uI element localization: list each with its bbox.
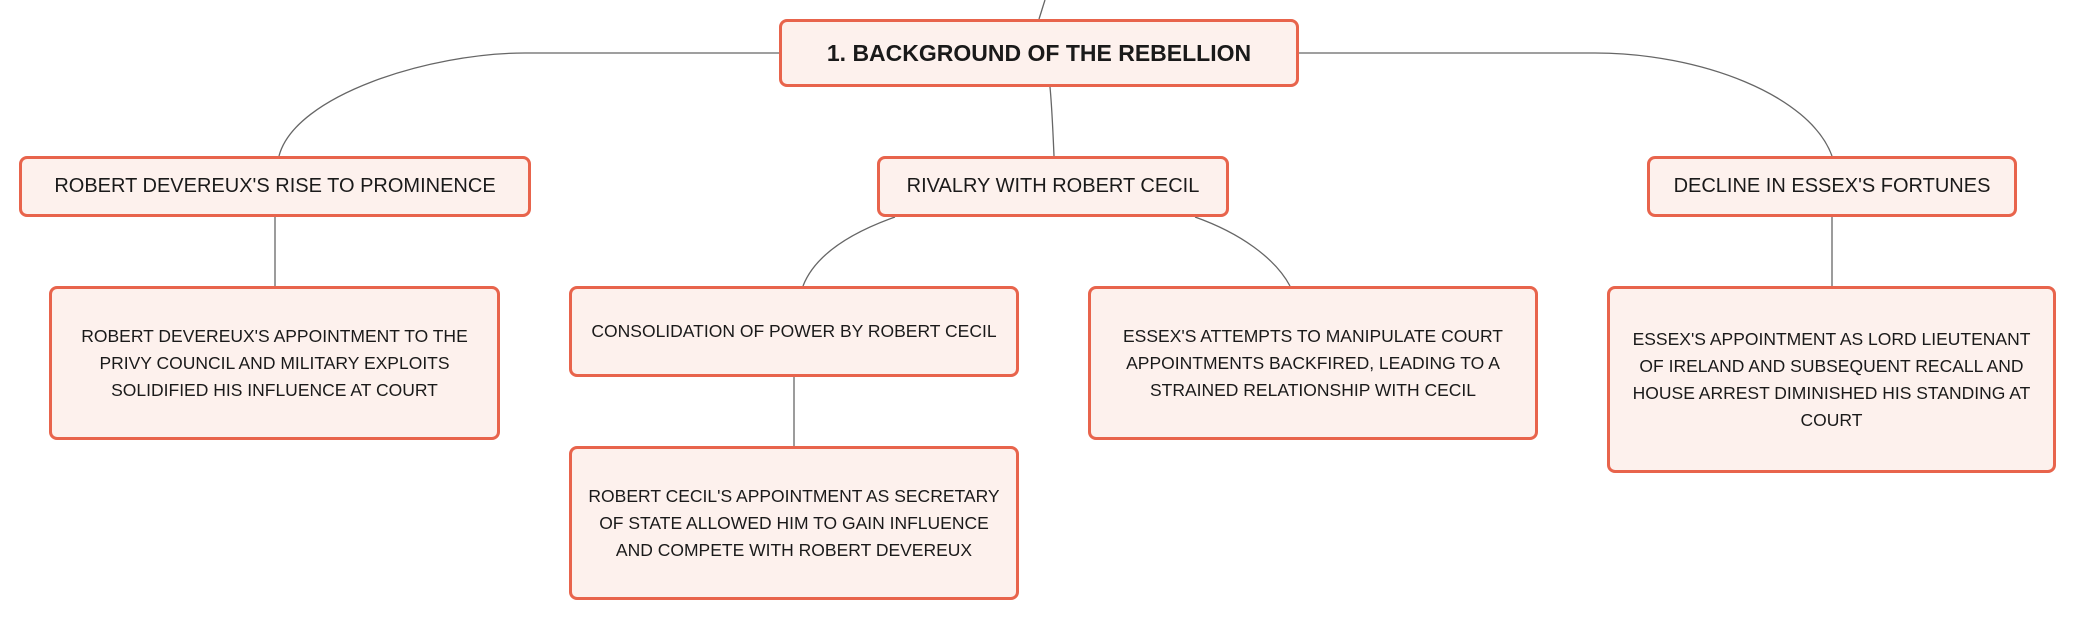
- topic-rise-to-prominence[interactable]: ROBERT DEVEREUX'S RISE TO PROMINENCE: [19, 156, 531, 217]
- topic-rivalry-with-cecil-label: RIVALRY WITH ROBERT CECIL: [906, 175, 1200, 197]
- subtopic-consolidation-of-power-text: CONSOLIDATION OF POWER BY ROBERT CECIL: [591, 321, 997, 341]
- subtopic-manipulate-court-appointments-text: ESSEX'S ATTEMPTS TO MANIPULATE COURT APP…: [1123, 325, 1503, 400]
- subtopic-privy-council-appointment-text: ROBERT DEVEREUX'S APPOINTMENT TO THE PRI…: [81, 325, 468, 400]
- connector-rivalry-to-consolidation: [802, 216, 896, 287]
- root-node[interactable]: 1. BACKGROUND OF THE REBELLION: [779, 19, 1299, 87]
- connector-parent-to-root: [1038, 0, 1046, 20]
- topic-rise-to-prominence-label: ROBERT DEVEREUX'S RISE TO PROMINENCE: [54, 175, 496, 197]
- subtopic-secretary-of-state-appointment[interactable]: ROBERT CECIL'S APPOINTMENT AS SECRETARY …: [569, 446, 1019, 600]
- subtopic-privy-council-appointment[interactable]: ROBERT DEVEREUX'S APPOINTMENT TO THE PRI…: [49, 286, 500, 440]
- topic-decline-in-fortunes-label: DECLINE IN ESSEX'S FORTUNES: [1673, 175, 1991, 197]
- topic-rivalry-with-cecil[interactable]: RIVALRY WITH ROBERT CECIL: [877, 156, 1229, 217]
- subtopic-consolidation-of-power[interactable]: CONSOLIDATION OF POWER BY ROBERT CECIL: [569, 286, 1019, 377]
- subtopic-lord-lieutenant-appointment[interactable]: ESSEX'S APPOINTMENT AS LORD LIEUTENANT O…: [1607, 286, 2056, 473]
- subtopic-manipulate-court-appointments[interactable]: ESSEX'S ATTEMPTS TO MANIPULATE COURT APP…: [1088, 286, 1538, 440]
- topic-decline-in-fortunes[interactable]: DECLINE IN ESSEX'S FORTUNES: [1647, 156, 2017, 217]
- root-node-label: 1. BACKGROUND OF THE REBELLION: [826, 39, 1252, 66]
- connector-root-to-rise: [278, 52, 779, 157]
- subtopic-lord-lieutenant-appointment-text: ESSEX'S APPOINTMENT AS LORD LIEUTENANT O…: [1632, 328, 2031, 430]
- connector-rivalry-to-attempts: [1194, 216, 1291, 287]
- connector-root-to-rivalry: [1049, 86, 1055, 157]
- subtopic-secretary-of-state-appointment-text: ROBERT CECIL'S APPOINTMENT AS SECRETARY …: [588, 485, 1000, 560]
- connector-root-to-decline: [1299, 52, 1833, 157]
